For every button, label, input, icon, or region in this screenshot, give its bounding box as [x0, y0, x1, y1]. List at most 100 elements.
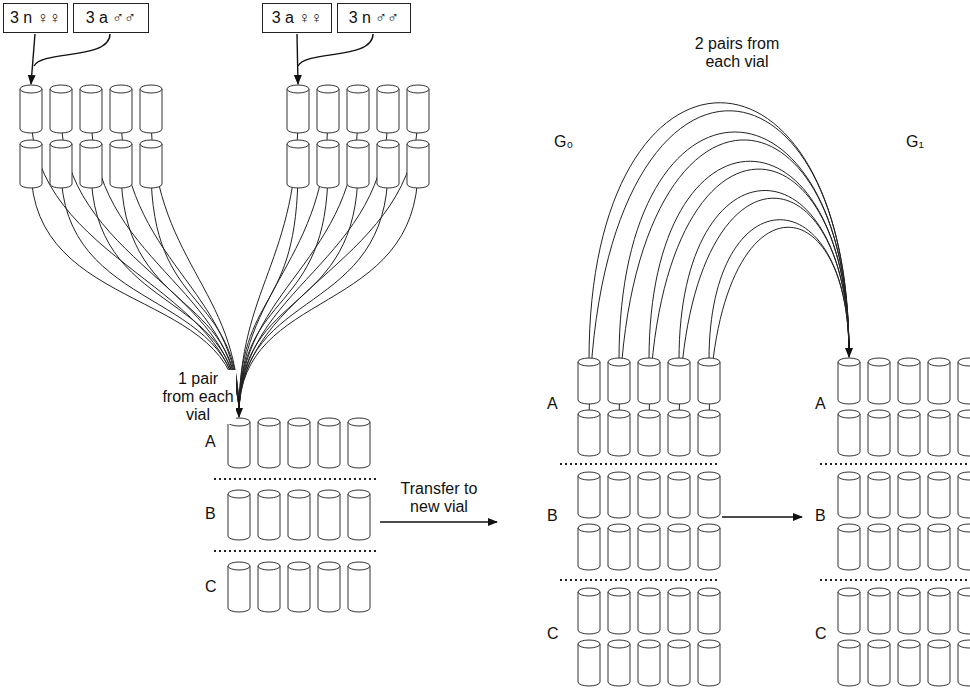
vial [638, 472, 660, 518]
generation-label: G₀ [553, 133, 574, 151]
vial-rim [608, 358, 630, 366]
vial [698, 472, 720, 518]
vial-rim [110, 85, 132, 93]
vial-body [80, 144, 102, 188]
vial [288, 562, 310, 612]
vial-body [958, 644, 970, 686]
vial-rim [578, 410, 600, 418]
vial [698, 640, 720, 686]
vial [868, 472, 890, 518]
vial-body [838, 528, 860, 570]
vial [868, 358, 890, 404]
vial-rim [868, 588, 890, 596]
group-label: B [204, 505, 217, 523]
transfer-line [151, 113, 239, 414]
pairing-arc [619, 140, 849, 430]
vial [838, 640, 860, 686]
vial-rim [287, 85, 309, 93]
transfer-line [239, 113, 388, 414]
vial-rim [407, 85, 429, 93]
pairing-arrow [848, 340, 849, 357]
vial-body [668, 644, 690, 686]
transfer-arrow [238, 396, 239, 417]
vial-body [578, 644, 600, 686]
vial [608, 410, 630, 456]
vial-body [20, 89, 42, 133]
transfer-line [239, 168, 388, 414]
vial-body [638, 414, 660, 456]
vial [578, 358, 600, 404]
vial-rim [318, 418, 340, 426]
divider-line [214, 550, 378, 552]
vial [258, 418, 280, 468]
vial-body [287, 144, 309, 188]
vial [668, 410, 690, 456]
note: 1 pair from each vial [160, 370, 236, 424]
vial-body [348, 566, 370, 612]
vial [898, 640, 920, 686]
vial-body [868, 414, 890, 456]
vial-rim [288, 490, 310, 498]
vial [608, 640, 630, 686]
vial-rim [317, 140, 339, 148]
pairing-arc [649, 169, 849, 430]
vial [698, 410, 720, 456]
vial-body [898, 528, 920, 570]
vial [140, 85, 162, 133]
vial-rim [638, 524, 660, 532]
vial-body [288, 566, 310, 612]
vial [958, 640, 970, 686]
pairing-arc [619, 132, 849, 360]
cross-line [298, 34, 373, 66]
vial [377, 85, 399, 133]
vial-rim [50, 85, 72, 93]
vial-body [317, 144, 339, 188]
transfer-line [239, 168, 298, 414]
vial [898, 410, 920, 456]
vial [608, 588, 630, 634]
transfer-line [239, 113, 328, 414]
vial-body [928, 362, 950, 404]
group-label: A [546, 395, 559, 413]
vial-body [958, 476, 970, 518]
vial-rim [838, 358, 860, 366]
pairing-arc [589, 103, 849, 360]
vial [578, 588, 600, 634]
vial-rim [50, 140, 72, 148]
group-label: C [814, 625, 828, 643]
vial [407, 140, 429, 188]
vial-body [668, 476, 690, 518]
pairing-arc [649, 161, 849, 360]
transfer-arrow [380, 521, 497, 522]
vial-body [110, 89, 132, 133]
vial [668, 524, 690, 570]
vial [838, 410, 860, 456]
vial [347, 85, 369, 133]
vial-rim [928, 410, 950, 418]
vial-body [608, 362, 630, 404]
vial-body [838, 592, 860, 634]
vial-rim [668, 524, 690, 532]
vial [348, 418, 370, 468]
vial-body [377, 144, 399, 188]
vial [958, 524, 970, 570]
vial-rim [638, 588, 660, 596]
vial-body [578, 476, 600, 518]
vial [638, 410, 660, 456]
vial-rim [110, 140, 132, 148]
vial [228, 562, 250, 612]
vial-body [928, 476, 950, 518]
transfer-line [121, 113, 239, 414]
vial-rim [228, 562, 250, 570]
vial-rim [20, 140, 42, 148]
vial [377, 140, 399, 188]
vial-rim [958, 588, 970, 596]
pairing-arc [709, 227, 849, 430]
vial-rim [868, 358, 890, 366]
vial [838, 588, 860, 634]
pairing-arc [589, 111, 849, 430]
box-label: 3 a ♂♂ [86, 9, 137, 26]
vial-body [868, 644, 890, 686]
vial-body [258, 422, 280, 468]
group-label: A [204, 433, 217, 451]
